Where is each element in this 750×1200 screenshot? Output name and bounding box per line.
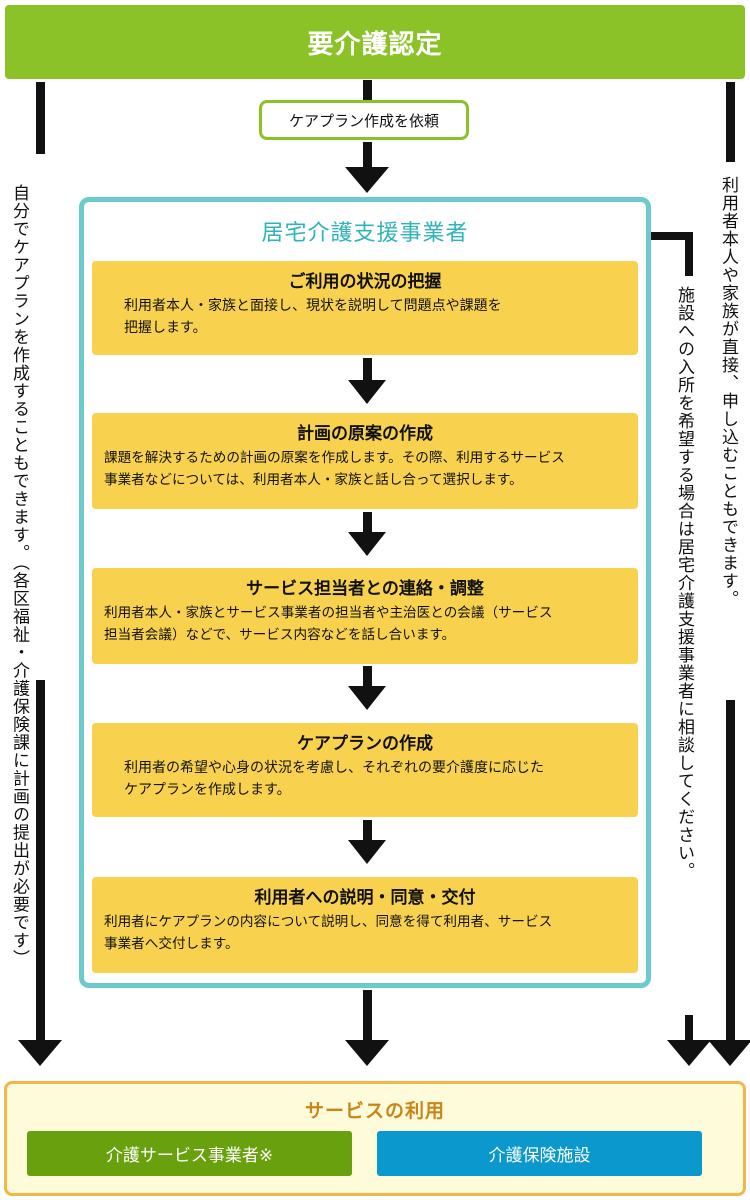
step-connector [363, 666, 372, 686]
step-body-line: ケアプランを作成します。 [124, 782, 291, 798]
left-arrow-icon [18, 1040, 62, 1066]
request-label: ケアプラン作成を依頼 [288, 111, 439, 130]
left-side-main: 自分でケアプランを作成することもできます。 [8, 184, 29, 562]
step-title: ご利用の状況の把握 [288, 272, 442, 292]
certification-banner: 要介護認定 [5, 5, 745, 79]
right-outer-connector-top [726, 82, 735, 162]
right-outer-text: 利用者本人や家族が直接、申し込むこともできます。 [716, 176, 739, 706]
step-title: 利用者への説明・同意・交付 [254, 888, 476, 908]
step-connector [363, 820, 372, 840]
left-side-text: 自分でケアプランを作成することもできます。（各区福祉・介護保険課に計画の提出が必… [7, 184, 30, 968]
step-body-line: 把握します。 [124, 320, 207, 336]
step-body-line: 利用者の希望や心身の状況を考慮し、それぞれの要介護度に応じた [124, 760, 544, 776]
right-inner-bracket-h [651, 232, 693, 240]
care-service-provider: 介護サービス事業者※ [27, 1131, 352, 1176]
left-connector-bottom [36, 680, 45, 1040]
step-body-line: 事業者などについては、利用者本人・家族と話し合って選択します。 [104, 472, 523, 488]
left-connector-top [36, 82, 45, 154]
step-situation: ご利用の状況の把握 利用者本人・家族と面接し、現状を説明して問題点や課題を 把握… [92, 261, 638, 355]
right-outer-arrow-icon [708, 1040, 750, 1066]
care-insurance-facility: 介護保険施設 [377, 1131, 702, 1176]
right-inner-label: 施設への入所を希望する場合は居宅介護支援事業者に相談してください。 [673, 286, 694, 880]
center-arrow-icon [345, 167, 389, 193]
center-connector-bottom [363, 990, 372, 1040]
step-arrow-icon [348, 532, 386, 556]
step-coordination: サービス担当者との連絡・調整 利用者本人・家族とサービス事業者の担当者や主治医と… [92, 568, 638, 664]
right-inner-arrow-icon [667, 1040, 711, 1066]
right-inner-connector-bottom [685, 1015, 693, 1040]
step-body-line: 担当者会議）などで、サービス内容などを話し合います。 [104, 627, 456, 643]
care-insurance-facility-label: 介護保険施設 [488, 1146, 591, 1166]
right-outer-connector-bottom [726, 700, 735, 1040]
care-service-provider-label: 介護サービス事業者※ [105, 1146, 274, 1166]
step-explanation: 利用者への説明・同意・交付 利用者にケアプランの内容について説明し、同意を得て利… [92, 877, 638, 973]
center-connector-mid [363, 142, 372, 168]
step-title: ケアプランの作成 [297, 734, 433, 754]
certification-title: 要介護認定 [307, 29, 443, 60]
step-body-line: 事業者へ交付します。 [104, 936, 239, 952]
step-body-line: 利用者本人・家族とサービス事業者の担当者や主治医との会議（サービス [104, 605, 553, 621]
step-body-line: 利用者にケアプランの内容について説明し、同意を得て利用者、サービス [104, 914, 553, 930]
left-side-note: （各区福祉・介護保険課に計画の提出が必要です） [8, 562, 29, 968]
step-connector [363, 512, 372, 532]
right-inner-text: 施設への入所を希望する場合は居宅介護支援事業者に相談してください。 [672, 286, 695, 1006]
step-title: サービス担当者との連絡・調整 [246, 579, 484, 599]
right-outer-label: 利用者本人や家族が直接、申し込むこともできます。 [717, 176, 738, 608]
step-careplan: ケアプランの作成 利用者の希望や心身の状況を考慮し、それぞれの要介護度に応じた … [92, 723, 638, 817]
center-bottom-arrow-icon [345, 1040, 389, 1066]
step-connector [363, 358, 372, 380]
step-draft-plan: 計画の原案の作成 課題を解決するための計画の原案を作成します。その際、利用するサ… [92, 413, 638, 509]
center-connector-top [363, 80, 372, 100]
agency-title: 居宅介護支援事業者 [261, 221, 469, 246]
step-body-line: 課題を解決するための計画の原案を作成します。その際、利用するサービス [104, 450, 565, 466]
service-usage-title: サービスの利用 [304, 1100, 445, 1122]
request-careplan-box: ケアプラン作成を依頼 [259, 100, 469, 140]
step-arrow-icon [348, 380, 386, 404]
step-body-line: 利用者本人・家族と面接し、現状を説明して問題点や課題を [124, 298, 502, 314]
step-title: 計画の原案の作成 [297, 424, 433, 444]
step-arrow-icon [348, 840, 386, 864]
right-inner-bracket-v [685, 232, 693, 276]
step-arrow-icon [348, 686, 386, 710]
